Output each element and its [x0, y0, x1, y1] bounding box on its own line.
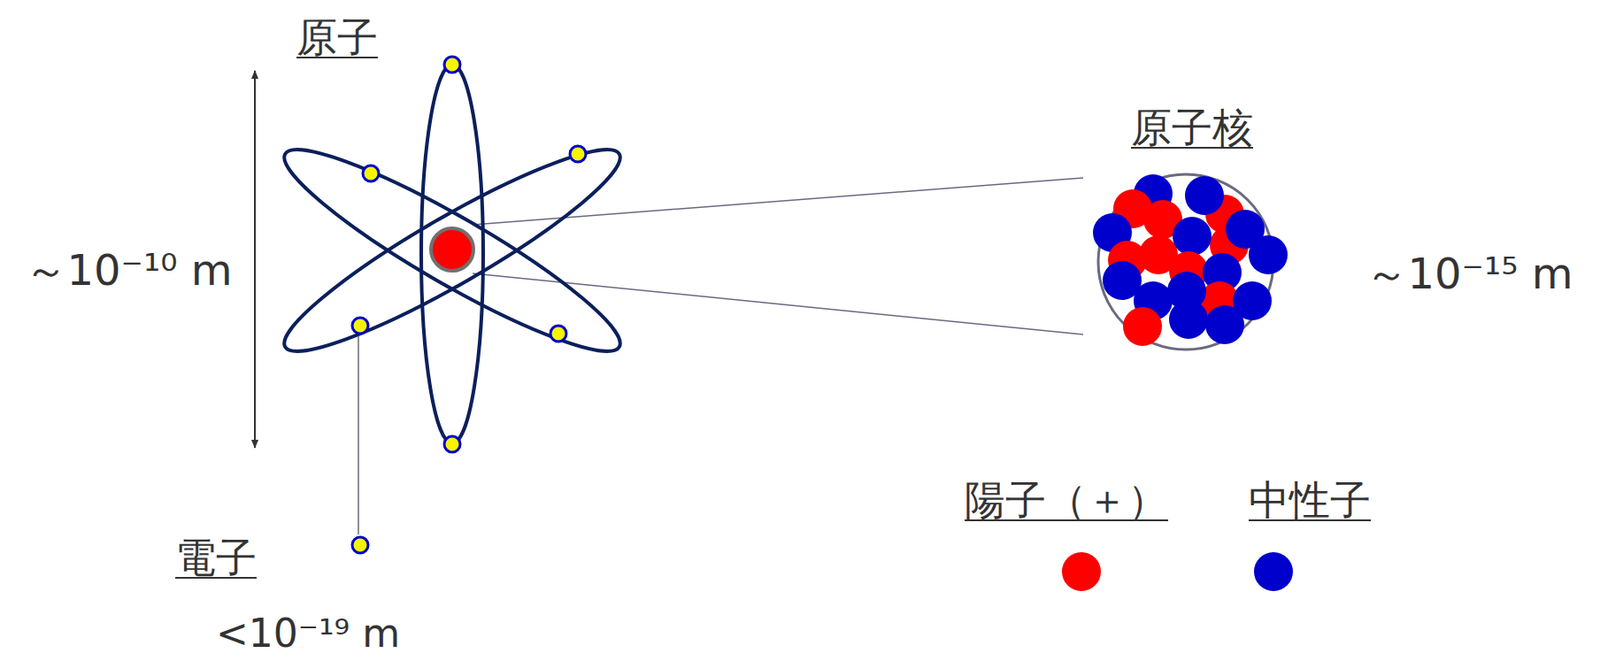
nucleus [430, 228, 474, 271]
electron [352, 317, 369, 334]
nucleus-label: 原子核 [1130, 105, 1254, 151]
neutron [1169, 300, 1208, 339]
electron [362, 165, 379, 182]
size-arrow [253, 70, 256, 448]
electron-label: 電子 [175, 535, 257, 581]
orbit [268, 124, 637, 377]
atom-label: 原子 [296, 15, 378, 61]
electron [569, 146, 586, 162]
legend-swatch [1253, 552, 1293, 592]
leader-line [357, 336, 360, 535]
orbit [268, 124, 637, 377]
legend-text: 中性子 [1248, 477, 1371, 524]
legend-swatch [1061, 552, 1101, 592]
proton [1123, 307, 1162, 347]
nucleus-outline [1098, 174, 1274, 350]
dimension-label: <10⁻¹⁹ m [215, 612, 400, 655]
neutron [1172, 216, 1212, 256]
neutron [1248, 235, 1288, 275]
neutron [1184, 176, 1224, 216]
orbit [421, 64, 484, 444]
legend-text: 陽子（＋） [964, 477, 1169, 524]
neutron [1205, 305, 1245, 345]
electron [444, 56, 461, 73]
dimension-label: ～10⁻¹⁵ m [1365, 250, 1574, 298]
electron [444, 436, 461, 453]
electron [550, 325, 567, 342]
dimension-label: ～10⁻¹⁰ m [24, 246, 233, 294]
electron [352, 537, 369, 554]
